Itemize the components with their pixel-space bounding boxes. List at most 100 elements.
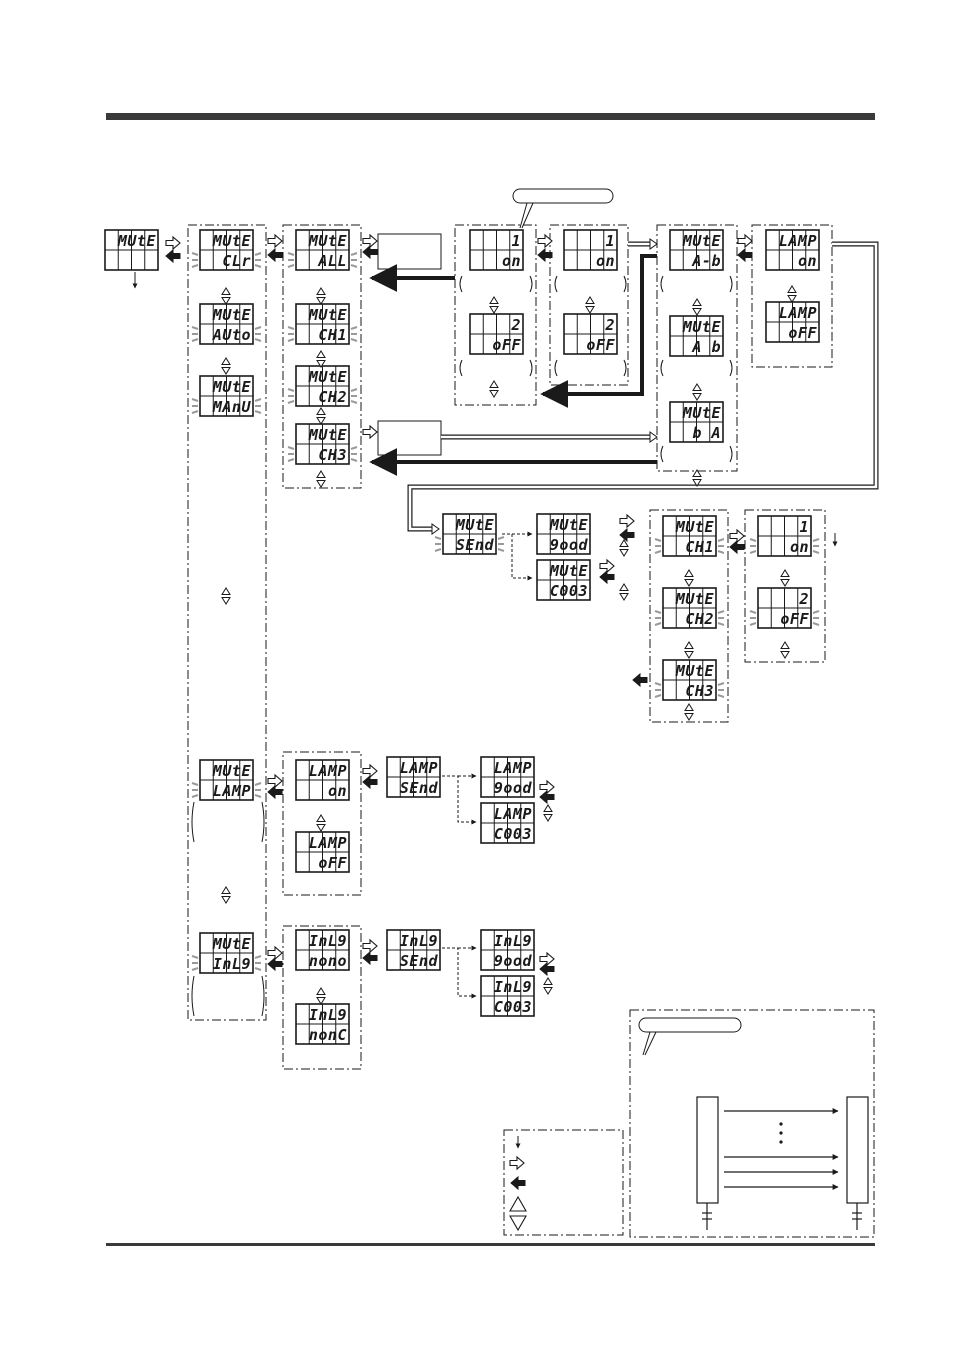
up-down-toggle-icon — [316, 287, 326, 305]
lcd-display-clr: MUtE CLr — [191, 229, 262, 271]
lcd-top-text: MUtE — [308, 306, 348, 324]
up-down-toggle-icon — [692, 469, 702, 487]
blink-indicator — [654, 538, 725, 554]
solid-left-arrow-icon — [362, 774, 378, 790]
blink-indicator — [191, 252, 262, 268]
up-down-toggle-icon — [780, 569, 790, 587]
blink-indicator — [749, 538, 820, 554]
lcd-top-text: 2 — [798, 590, 809, 608]
lcd-display-inlg-nono: InL9 nono — [295, 929, 350, 971]
lcd-top-text: InL9 — [309, 932, 347, 950]
channel-state-frame-b — [549, 224, 629, 386]
lcd-bottom-text: C003 — [494, 825, 532, 843]
lcd-top-text: MUtE — [212, 762, 252, 780]
outline-right-arrow-icon — [539, 779, 555, 795]
lcd-display-ch-on-b: 1on — [563, 229, 618, 271]
receiver-illustration — [696, 1096, 869, 1230]
up-down-toggle-icon — [619, 583, 629, 601]
lcd-top-text: MUtE — [308, 368, 348, 386]
up-down-toggle-icon — [787, 285, 797, 303]
up-down-toggle-icon — [585, 296, 595, 314]
solid-left-arrow-icon — [729, 539, 745, 555]
lcd-bottom-text: CH2 — [685, 610, 714, 628]
lcd-bottom-text: nonC — [309, 1026, 347, 1044]
lcd-bottom-text: ALL — [317, 252, 347, 270]
lcd-top-text: InL9 — [494, 932, 532, 950]
blink-indicator — [191, 955, 262, 971]
lcd-bottom-text: oFF — [780, 610, 809, 628]
lcd-top-text: LAMP — [400, 759, 438, 777]
lcd-top-text: LAMP — [309, 834, 347, 852]
lcd-top-text: MUtE — [212, 935, 252, 953]
solid-left-arrow-icon — [599, 569, 615, 585]
outline-right-arrow-icon — [362, 424, 378, 440]
lcd-top-text: MUtE — [455, 516, 495, 534]
channel-group-frame — [282, 224, 362, 489]
solid-left-arrow-icon — [537, 247, 553, 263]
process-box-all — [377, 233, 442, 270]
outline-right-arrow-icon — [729, 528, 745, 544]
solid-left-arrow-icon — [362, 950, 378, 966]
up-down-toggle-icon — [221, 587, 231, 605]
outline-right-arrow-icon — [599, 558, 615, 574]
lcd-bottom-text: nono — [309, 952, 347, 970]
header-rule — [106, 113, 875, 120]
receiver-illustration-frame — [629, 1009, 875, 1238]
lcd-top-text: MUtE — [117, 232, 157, 250]
lcd-bottom-text: CLr — [222, 252, 251, 270]
lcd-top-text: MUtE — [212, 378, 252, 396]
solid-left-arrow-icon — [267, 784, 283, 800]
lcd-top-text: MUtE — [675, 518, 715, 536]
outline-right-arrow-icon — [267, 233, 283, 249]
outline-right-arrow-icon — [362, 233, 378, 249]
send-channel-frame — [649, 509, 729, 723]
blink-indicator — [287, 252, 358, 268]
lcd-display-main: MUtE — [104, 229, 159, 271]
outline-right-arrow-icon — [267, 945, 283, 961]
lcd-bottom-text: CH3 — [685, 682, 714, 700]
solid-left-arrow-icon — [267, 956, 283, 972]
solid-left-arrow-icon — [165, 248, 181, 264]
lcd-display-lamp-send: LAMP SEnd — [386, 756, 441, 798]
blink-indicator — [287, 326, 358, 342]
lcd-top-text: MUtE — [549, 562, 589, 580]
lcd-bottom-text: oFF — [788, 324, 817, 342]
lcd-bottom-text: C003 — [494, 998, 532, 1016]
lcd-top-text: MUtE — [675, 662, 715, 680]
return-arrow-direction — [540, 254, 657, 408]
lcd-bottom-text: SEnd — [400, 779, 439, 797]
lcd-bottom-text: on — [502, 252, 521, 270]
blink-indicator — [191, 782, 262, 798]
outline-right-arrow-icon — [362, 763, 378, 779]
outline-right-arrow-icon — [267, 773, 283, 789]
up-down-toggle-icon — [684, 641, 694, 659]
lcd-top-text: InL9 — [309, 1006, 347, 1024]
lcd-top-text: MUtE — [212, 232, 252, 250]
solid-left-arrow-icon — [267, 247, 283, 263]
lcd-bottom-text: A-b — [691, 252, 721, 270]
lcd-bottom-text: InL9 — [213, 955, 251, 973]
lcd-top-text: MUtE — [682, 232, 722, 250]
up-down-toggle-icon — [489, 296, 499, 314]
lcd-top-text: MUtE — [675, 590, 715, 608]
double-line-connectors — [407, 238, 879, 535]
lcd-top-text: MUtE — [682, 318, 722, 336]
lcd-top-text: MUtE — [549, 516, 589, 534]
lcd-display-s-off: 2 oFF — [749, 587, 820, 629]
lcd-bottom-text: CH1 — [318, 326, 347, 344]
up-down-toggle-icon — [684, 569, 694, 587]
up-down-toggle-icon — [684, 703, 694, 721]
blink-indicator — [287, 446, 358, 462]
solid-left-arrow-icon — [539, 789, 555, 805]
lcd-bottom-text: on — [596, 252, 615, 270]
